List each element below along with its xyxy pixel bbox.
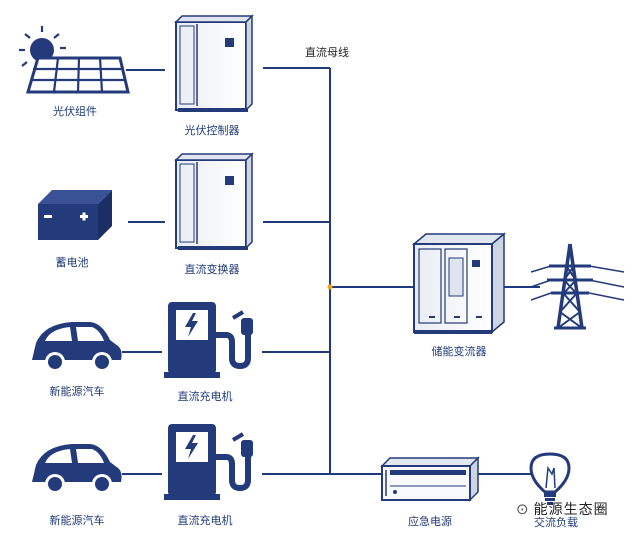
charger2-label: 直流充电机 <box>177 514 233 527</box>
pv-module-label: 光伏组件 <box>53 105 97 118</box>
storage-converter-label: 储能变流器 <box>431 345 487 358</box>
dc-converter-label: 直流变换器 <box>184 263 240 276</box>
dc-bus-label: 直流母线 <box>305 46 349 59</box>
light-bulb-icon <box>529 452 571 505</box>
bus-junction <box>327 284 333 290</box>
watermark: ⊙ 能源生态圈 <box>516 499 609 519</box>
battery-label: 蓄电池 <box>55 256 89 269</box>
emergency-power-label: 应急电源 <box>408 515 452 528</box>
wechat-icon: ⊙ <box>516 500 530 518</box>
watermark-text: 能源生态圈 <box>533 502 609 518</box>
solar-panel-icon <box>19 26 130 94</box>
ev1-label: 新能源汽车 <box>49 385 105 398</box>
dc-converter-cabinet-icon <box>174 152 254 250</box>
charger1-label: 直流充电机 <box>177 390 233 403</box>
pv-controller-cabinet-icon <box>174 14 254 112</box>
dc-charger-icon-1 <box>164 302 253 378</box>
ev-car-icon-2 <box>32 444 122 494</box>
emergency-power-unit-icon <box>380 456 480 502</box>
pv-controller-label: 光伏控制器 <box>184 124 240 137</box>
battery-icon <box>38 190 112 240</box>
connection-lines <box>122 67 540 475</box>
ev2-label: 新能源汽车 <box>49 514 105 527</box>
ev-car-icon-1 <box>32 322 122 372</box>
storage-converter-cabinet-icon <box>411 232 507 334</box>
ac-load-label: 交流负载 <box>534 516 578 529</box>
power-tower-icon <box>530 243 625 330</box>
dc-charger-icon-2 <box>164 424 253 500</box>
